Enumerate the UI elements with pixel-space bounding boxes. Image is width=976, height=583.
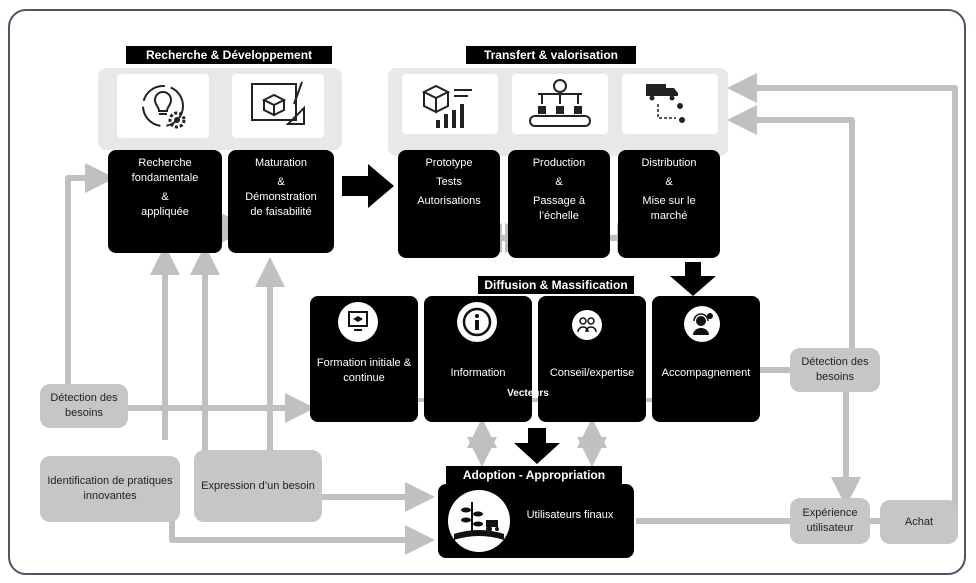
lightbulb-gear-icon — [117, 74, 209, 138]
rd-maturation-line-1: Maturation — [255, 157, 307, 169]
training-board-icon — [338, 302, 378, 342]
transfer-distribution-line-3: Mise sur le — [642, 195, 696, 207]
diffusion-accompagnement-label: Accompagnement — [661, 367, 751, 379]
conveyor-icon — [512, 74, 608, 134]
detection-besoins-right-box: Détection des besoins — [790, 348, 880, 392]
users-label: Utilisateurs finaux — [526, 509, 614, 521]
diffusion-to-adoption-black-arrow — [514, 428, 560, 464]
expression-label: Expression d’un besoin — [201, 479, 315, 492]
header-diffusion: Diffusion & Massification — [478, 276, 634, 294]
rd-recherche-line-2: fondamentale — [131, 172, 199, 184]
blueprint-box-icon — [232, 74, 324, 138]
diffusion-information-label: Information — [450, 367, 506, 379]
support-headset-icon — [684, 306, 720, 342]
box-chart-icon — [402, 74, 498, 134]
transfer-prototype-line-2: Tests — [436, 176, 462, 188]
header-adoption: Adoption - Appropriation — [446, 466, 622, 484]
identification-to-users-arrow — [169, 518, 435, 555]
detection-left-to-rd-arrow — [65, 163, 115, 384]
loop-achat-to-distribution-arrow — [727, 73, 958, 520]
transfer-production-line-3: Passage à — [533, 195, 585, 207]
header-transfer: Transfert & valorisation — [466, 46, 636, 64]
expression-besoin-box: Expression d’un besoin — [194, 450, 322, 522]
experience-label: Expérience utilisateur — [802, 507, 858, 534]
detection-besoins-left-box: Détection des besoins — [40, 384, 128, 428]
transfer-distribution-line-2: & — [665, 176, 673, 188]
transfer-block-production — [508, 150, 610, 258]
diffusion-conseil-label: Conseil/expertise — [549, 367, 635, 379]
delivery-truck-icon — [622, 74, 718, 134]
transfer-distribution-text: Distribution & Mise sur le marché — [620, 156, 718, 224]
transfer-production-line-1: Production — [532, 157, 586, 169]
transfer-production-line-2: & — [555, 176, 563, 188]
transfer-distribution-line-4: marché — [650, 210, 688, 222]
identification-pratiques-box: Identification de pratiques innovantes — [40, 456, 180, 522]
vecteurs-label: Vecteurs — [507, 388, 549, 399]
transfer-prototype-line-1: Prototype — [425, 157, 473, 169]
achat-label: Achat — [904, 515, 934, 528]
detection-left-label: Détection des besoins — [50, 392, 118, 419]
identification-label: Identification de pratiques innovantes — [47, 475, 173, 502]
transfer-production-line-4: l’échelle — [539, 210, 579, 222]
rd-maturation-line-4: de faisabilité — [250, 206, 312, 218]
distribution-to-accompagnement-black-arrow — [670, 262, 716, 296]
transfer-production-text: Production & Passage à l’échelle — [510, 156, 608, 224]
info-icon — [457, 302, 497, 342]
transfer-prototype-line-3: Autorisations — [417, 195, 481, 207]
rd-block-recherche — [108, 150, 222, 253]
transfer-block-prototype — [398, 150, 500, 258]
header-rd: Recherche & Développement — [126, 46, 332, 64]
experience-utilisateur-box: Expérience utilisateur — [790, 498, 870, 544]
rd-recherche-line-4: appliquée — [141, 206, 189, 218]
diagram-frame — [8, 9, 966, 575]
rd-maturation-text: Maturation & Démonstration de faisabilit… — [230, 156, 332, 220]
rd-recherche-text: Recherche fondamentale & appliquée — [110, 156, 220, 220]
transfer-prototype-text: Prototype Tests Autorisations — [400, 156, 498, 209]
rd-maturation-line-2: & — [277, 176, 285, 188]
detection-right-label: Détection des besoins — [801, 356, 869, 383]
rd-maturation-line-3: Démonstration — [245, 191, 317, 203]
transfer-distribution-line-1: Distribution — [641, 157, 697, 169]
rd-block-maturation — [228, 150, 334, 253]
rd-recherche-line-3: & — [161, 191, 169, 203]
rd-to-transfer-black-arrow — [342, 164, 394, 208]
plant-tractor-icon — [448, 490, 510, 552]
diffusion-formation-label: Formation initiale & continue — [316, 357, 412, 384]
rd-recherche-line-1: Recherche — [138, 157, 192, 169]
advisor-icon — [572, 310, 602, 340]
achat-box: Achat — [880, 500, 958, 544]
loop-detection-to-distribution-arrow — [727, 105, 855, 348]
transfer-block-distribution — [618, 150, 720, 258]
